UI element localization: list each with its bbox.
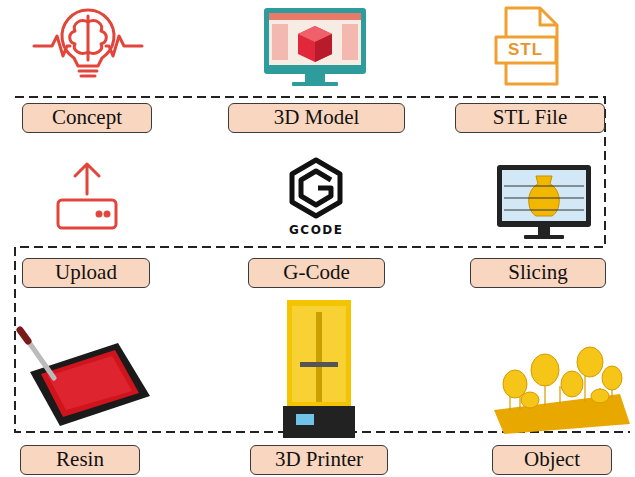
process-box: Slicing	[470, 258, 606, 288]
process-box: G-Code	[248, 258, 385, 288]
process-box: Object	[492, 445, 612, 475]
step-label: 3D Model	[274, 106, 360, 129]
process-box: STL File	[455, 103, 605, 133]
monitor-icon	[264, 8, 366, 86]
icon-text: STL	[508, 40, 543, 60]
step-label: Slicing	[508, 261, 568, 284]
step-label: G-Code	[283, 261, 350, 284]
flow-path	[15, 97, 630, 432]
printer-icon	[283, 300, 355, 438]
printed-object-photo	[494, 347, 630, 434]
lightbulb-icon	[34, 10, 142, 76]
process-box: Concept	[22, 103, 152, 133]
process-box: Resin	[20, 445, 140, 475]
resin-tray-photo	[20, 330, 150, 426]
step-label: Concept	[52, 106, 122, 129]
process-box: Upload	[22, 258, 150, 288]
gcode-logo	[292, 160, 340, 216]
icon-caption: GCODE	[289, 220, 344, 238]
process-box: 3D Printer	[250, 445, 388, 475]
step-label: Resin	[56, 448, 104, 471]
slicer-monitor-icon	[497, 165, 591, 239]
step-label: Upload	[55, 261, 117, 284]
process-box: 3D Model	[228, 103, 405, 133]
step-label: Object	[524, 448, 580, 471]
step-label: STL File	[493, 106, 567, 129]
step-label: 3D Printer	[275, 448, 363, 471]
icon-text: GCODE	[289, 223, 344, 237]
file-icon	[496, 8, 557, 84]
icon-caption: STL	[508, 40, 543, 60]
upload-icon	[58, 164, 116, 228]
